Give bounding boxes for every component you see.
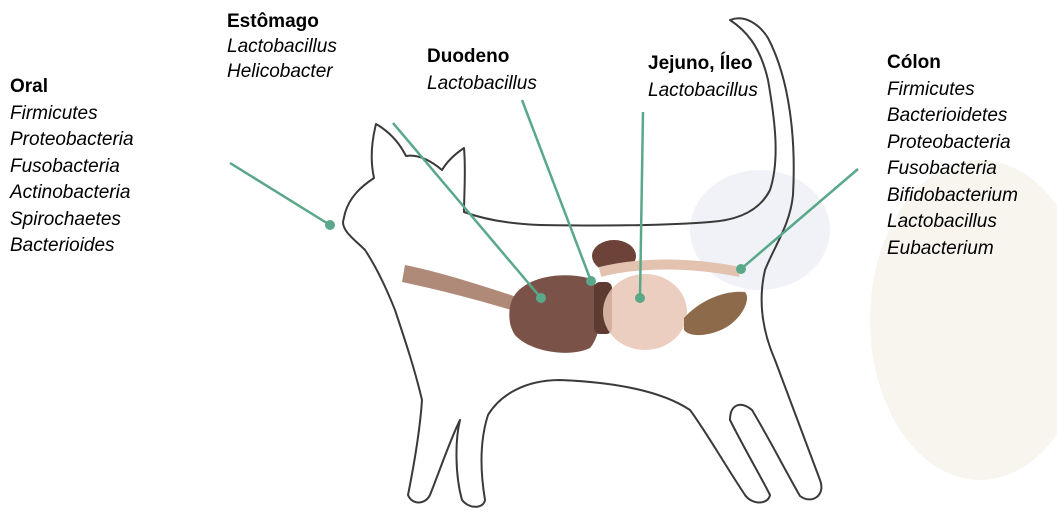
label-estomago-title: Estômago xyxy=(227,9,337,34)
label-colon: Cólon Firmicutes Bacterioidetes Proteoba… xyxy=(887,50,1018,262)
label-duodeno-bacterium: Lactobacillus xyxy=(427,71,537,98)
marker-duodeno xyxy=(586,276,596,286)
label-duodeno-title: Duodeno xyxy=(427,44,537,71)
label-jejuno-ileo: Jejuno, Íleo Lactobacillus xyxy=(648,51,758,104)
label-estomago-bacterium: Helicobacter xyxy=(227,59,337,84)
leader-line-duodeno xyxy=(522,100,591,281)
label-colon-bacterium: Fusobacteria xyxy=(887,156,1018,183)
label-colon-bacterium: Lactobacillus xyxy=(887,209,1018,236)
label-oral-bacterium: Actinobacteria xyxy=(10,180,134,207)
intestine-tract xyxy=(600,265,740,273)
label-colon-bacterium: Eubacterium xyxy=(887,236,1018,263)
label-jejuno-ileo-title: Jejuno, Íleo xyxy=(648,51,758,78)
label-estomago-bacterium: Lactobacillus xyxy=(227,34,337,59)
stomach xyxy=(509,275,601,353)
label-oral: Oral Firmicutes Proteobacteria Fusobacte… xyxy=(10,74,134,260)
esophagus xyxy=(402,265,520,312)
label-oral-title: Oral xyxy=(10,74,134,101)
label-colon-bacterium: Firmicutes xyxy=(887,77,1018,104)
label-estomago: Estômago Lactobacillus Helicobacter xyxy=(227,9,337,84)
label-oral-bacterium: Bacterioides xyxy=(10,233,134,260)
label-colon-bacterium: Bifidobacterium xyxy=(887,183,1018,210)
marker-jejuno xyxy=(635,293,645,303)
label-duodeno: Duodeno Lactobacillus xyxy=(427,44,537,97)
leader-line-oral xyxy=(230,163,330,225)
small-intestine xyxy=(603,274,687,350)
label-oral-bacterium: Spirochaetes xyxy=(10,207,134,234)
label-jejuno-ileo-bacterium: Lactobacillus xyxy=(648,78,758,105)
label-colon-bacterium: Bacterioidetes xyxy=(887,103,1018,130)
label-oral-bacterium: Proteobacteria xyxy=(10,127,134,154)
label-colon-title: Cólon xyxy=(887,50,1018,77)
label-oral-bacterium: Fusobacteria xyxy=(10,154,134,181)
marker-oral xyxy=(325,220,335,230)
label-colon-bacterium: Proteobacteria xyxy=(887,130,1018,157)
colon xyxy=(684,292,747,335)
marker-colon xyxy=(736,264,746,274)
marker-estomago xyxy=(536,293,546,303)
label-oral-bacterium: Firmicutes xyxy=(10,101,134,128)
